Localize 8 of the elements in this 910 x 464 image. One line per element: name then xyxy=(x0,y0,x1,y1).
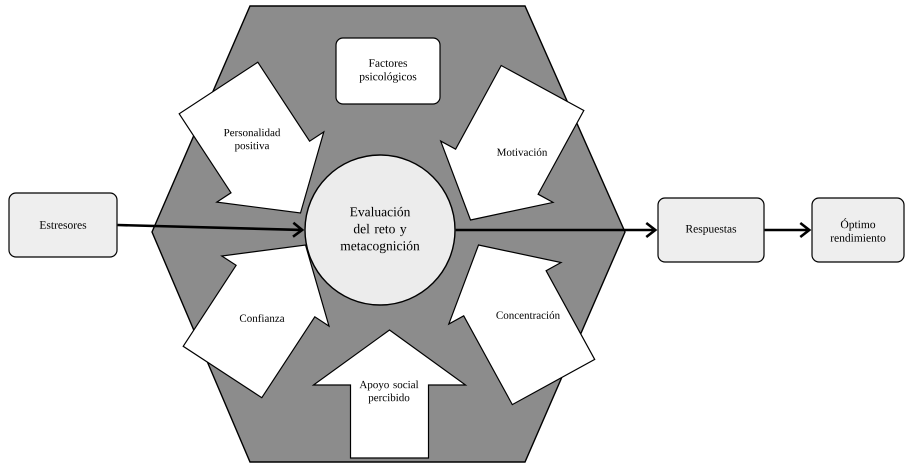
factor-tag: Apoyo social percibido xyxy=(312,329,468,459)
process-box: Respuestas xyxy=(657,197,765,263)
arrow xyxy=(764,222,812,238)
arrow xyxy=(456,222,658,238)
process-box: Estresores xyxy=(8,192,118,258)
arrow xyxy=(118,222,304,238)
process-box: Factores psicológicos xyxy=(335,37,441,105)
process-box: Óptimo rendimiento xyxy=(811,197,905,263)
